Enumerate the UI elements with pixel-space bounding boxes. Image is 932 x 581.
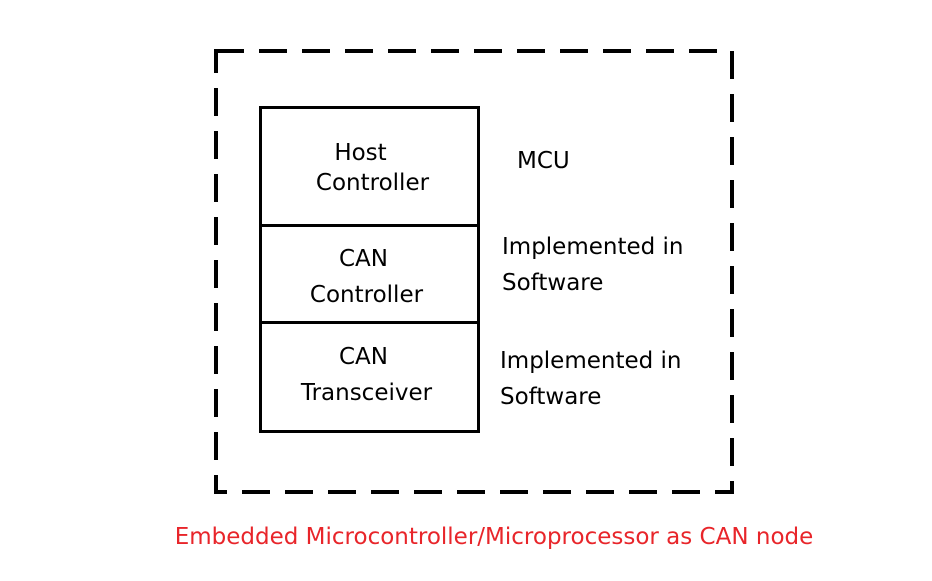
can-controller-note-line1: Implemented in [502, 234, 684, 260]
can-controller-note-line2: Software [502, 270, 604, 296]
can-transceiver-label-line1: CAN [339, 344, 388, 370]
can-transceiver-block: CAN Transceiver [259, 321, 480, 433]
diagram-caption: Embedded Microcontroller/Microprocessor … [174, 524, 814, 550]
mcu-label: MCU [517, 148, 570, 174]
host-controller-label-line2: Controller [315, 170, 430, 196]
can-controller-label-line2: Controller [309, 282, 424, 308]
can-controller-label-line1: CAN [339, 246, 388, 272]
can-transceiver-note-line2: Software [500, 384, 602, 410]
host-controller-block: Host Controller [259, 106, 480, 227]
mcu-boundary-dashed-frame [214, 49, 734, 494]
host-controller-label-line1: Host [334, 140, 387, 166]
can-transceiver-note-line1: Implemented in [500, 348, 682, 374]
can-transceiver-label-line2: Transceiver [300, 380, 433, 406]
can-controller-block: CAN Controller [259, 224, 480, 324]
